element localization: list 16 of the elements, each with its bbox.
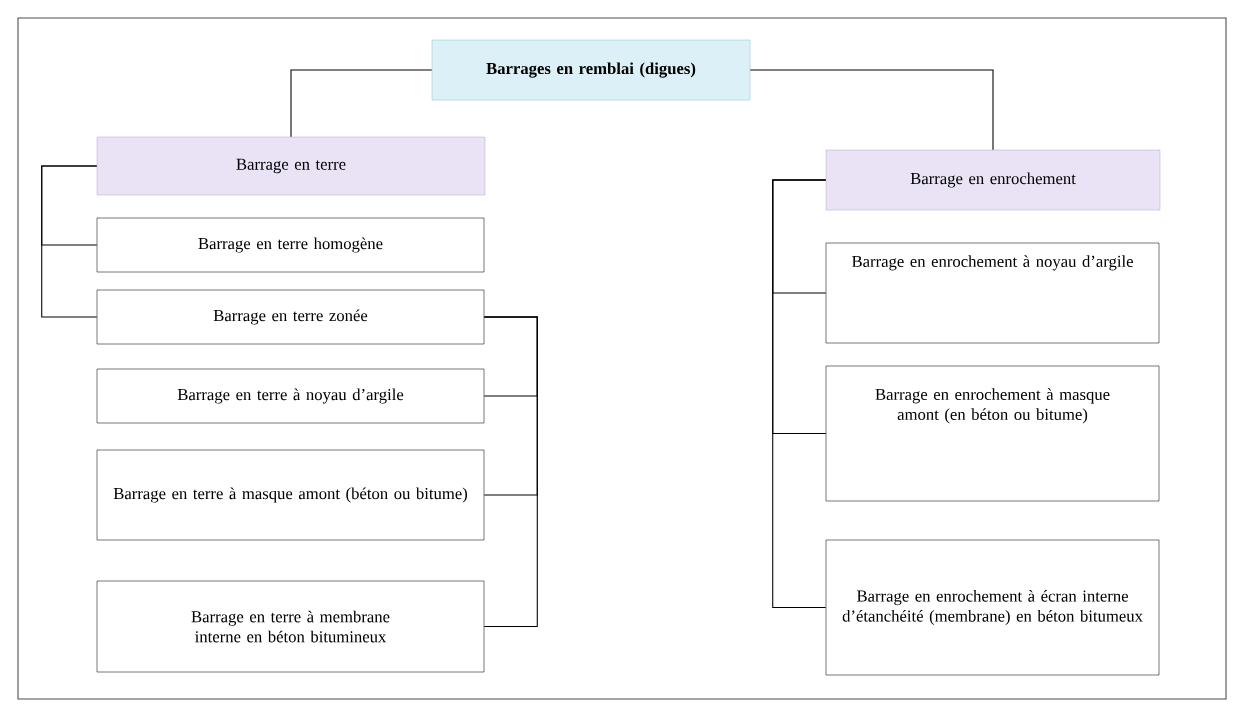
type-box: Barrage en terre à membrane interne en béton bitumineux: [96, 580, 485, 673]
category-box: Barrage en enrochement: [825, 149, 1161, 211]
type-box: Barrage en terre homogène: [96, 217, 485, 273]
type-box: Barrage en terre à masque amont (béton ou bitume): [96, 449, 485, 541]
connector-line: [772, 179, 827, 609]
connector-line: [290, 69, 433, 138]
root-box: Barrages en remblai (digues): [431, 39, 751, 101]
connector-line: [749, 69, 994, 151]
connector-line: [483, 316, 538, 628]
type-box: Barrage en enrochement à écran interne d’étanchéité (membrane) en béton bitumeux: [825, 539, 1160, 676]
category-box: Barrage en terre: [96, 136, 486, 196]
type-box: Barrage en terre zonée: [96, 289, 485, 345]
type-box: Barrage en terre à noyau d’argile: [96, 368, 485, 424]
type-box: Barrage en enrochement à masque amont (en béton ou bitume): [825, 365, 1160, 502]
type-box: Barrage en enrochement à noyau d’argile: [825, 242, 1160, 344]
connector-line: [41, 165, 98, 318]
